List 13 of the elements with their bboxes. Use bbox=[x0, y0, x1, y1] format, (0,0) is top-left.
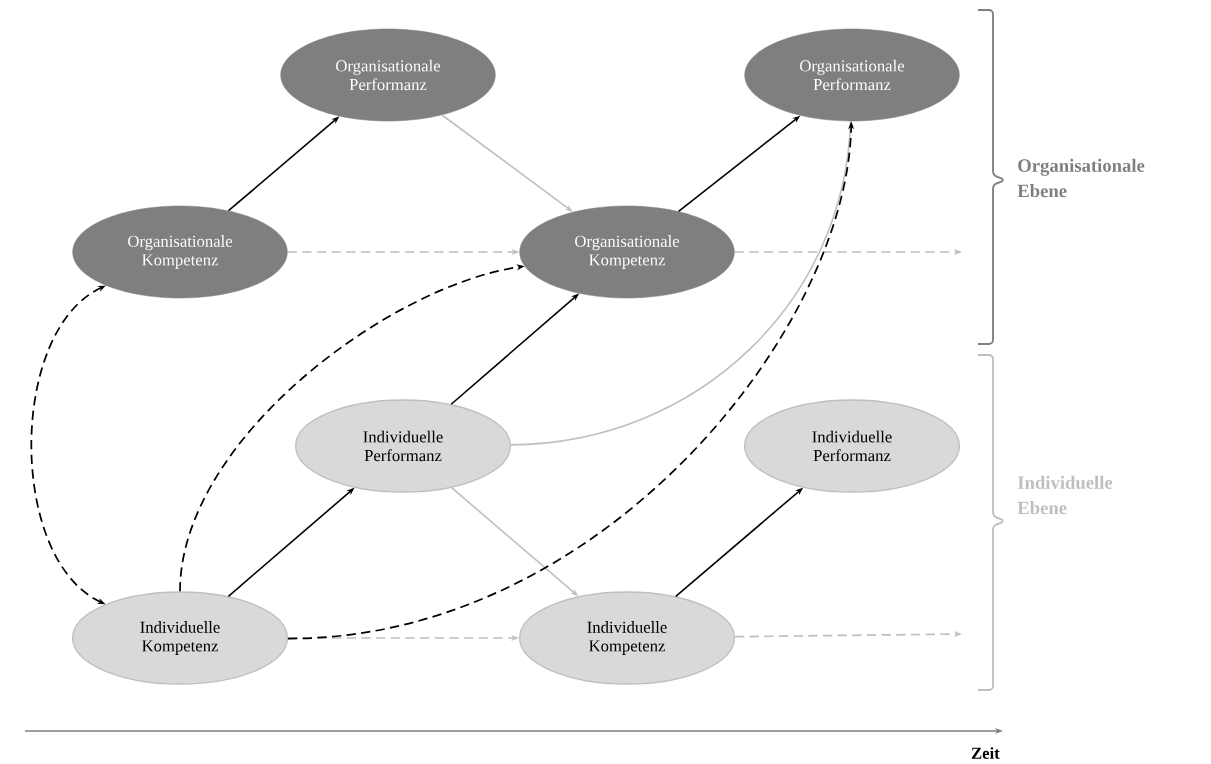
ellipse-node: Individuelle Kompetenz bbox=[519, 591, 735, 685]
ellipse-node: Organisationale Performanz bbox=[280, 28, 496, 122]
ellipse-node: Individuelle Performanz bbox=[295, 399, 511, 493]
ellipse-node: Individuelle Kompetenz bbox=[72, 591, 288, 685]
level-label: Organisationale Ebene bbox=[1017, 158, 1145, 198]
level-label: Individuelle Ebene bbox=[1017, 475, 1113, 515]
ellipse-node: Organisationale Kompetenz bbox=[72, 205, 288, 299]
ellipse-node: Individuelle Performanz bbox=[744, 399, 960, 493]
connector-line bbox=[510, 120, 852, 446]
axis-label: Zeit bbox=[971, 747, 1000, 759]
arrow bbox=[441, 114, 573, 212]
ellipse-node: Organisationale Kompetenz bbox=[519, 205, 735, 299]
ellipse-node: Organisationale Performanz bbox=[744, 28, 960, 122]
